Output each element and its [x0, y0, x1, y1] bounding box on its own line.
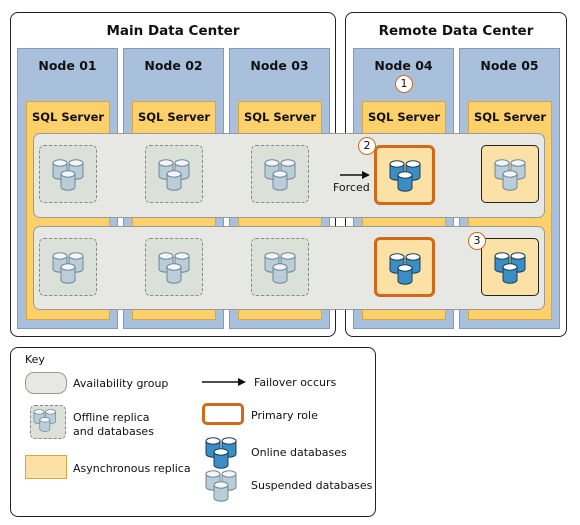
suspended-databases-icon: [53, 252, 83, 280]
key-title: Key: [25, 353, 45, 366]
suspended-databases-icon: [159, 252, 189, 280]
sql-server-node-02-label: SQL Server: [137, 110, 211, 124]
node-05-title: Node 05: [480, 58, 539, 73]
suspended-databases-icon: [34, 409, 56, 429]
key-availability-group-swatch: [25, 372, 67, 394]
key-offline-replica-swatch: [30, 405, 66, 439]
node-03-title: Node 03: [250, 58, 309, 73]
key-async-replica-label: Asynchronous replica: [73, 462, 191, 475]
sql-server-node-01-label: SQL Server: [31, 110, 105, 124]
main-data-center-title: Main Data Center: [106, 23, 240, 39]
key-offline-replica-line1: Offline replica: [73, 411, 150, 424]
suspended-databases-icon: [265, 252, 295, 280]
key-suspended-databases-icon: [206, 470, 236, 498]
callout-2: 2: [358, 137, 376, 155]
replica-offline-n02-ag1: [145, 145, 203, 203]
node-02-title: Node 02: [144, 58, 203, 73]
sql-server-node-04-label: SQL Server: [367, 110, 441, 124]
replica-async-n05-ag1: [481, 145, 539, 203]
callout-3: 3: [468, 232, 486, 250]
key-online-databases-icon: [206, 437, 236, 465]
key-availability-group-label: Availability group: [73, 377, 169, 390]
replica-primary-n04-ag2: [374, 237, 435, 297]
replica-primary-n04-ag1: [374, 145, 435, 205]
replica-offline-n02-ag2: [145, 238, 203, 296]
online-databases-icon: [495, 252, 525, 280]
node-01-title: Node 01: [38, 58, 97, 73]
online-databases-icon: [390, 253, 420, 281]
replica-offline-n01-ag2: [39, 238, 97, 296]
replica-offline-n01-ag1: [39, 145, 97, 203]
suspended-databases-icon: [159, 159, 189, 187]
key-async-replica-swatch: [25, 455, 67, 479]
replica-async-n05-ag2: [481, 238, 539, 296]
forced-failover-arrow: [340, 171, 370, 179]
suspended-databases-icon: [495, 159, 525, 187]
key-box: [10, 347, 376, 517]
remote-data-center-title: Remote Data Center: [378, 23, 534, 39]
sql-server-node-03-label: SQL Server: [243, 110, 317, 124]
key-offline-replica-line2: and databases: [73, 425, 154, 438]
key-failover-arrow: [202, 378, 246, 386]
key-suspended-databases-label: Suspended databases: [251, 479, 373, 492]
key-failover-label: Failover occurs: [254, 376, 337, 389]
node-04-title: Node 04: [374, 58, 433, 73]
online-databases-icon: [390, 160, 420, 188]
key-online-databases-label: Online databases: [251, 446, 347, 459]
replica-offline-n03-ag1: [251, 145, 309, 203]
forced-label: Forced: [333, 181, 370, 194]
sql-server-node-05-label: SQL Server: [473, 110, 547, 124]
suspended-databases-icon: [53, 159, 83, 187]
key-primary-role-label: Primary role: [251, 409, 318, 422]
replica-offline-n03-ag2: [251, 238, 309, 296]
suspended-databases-icon: [265, 159, 295, 187]
key-primary-role-swatch: [202, 403, 244, 425]
callout-1: 1: [395, 75, 413, 93]
